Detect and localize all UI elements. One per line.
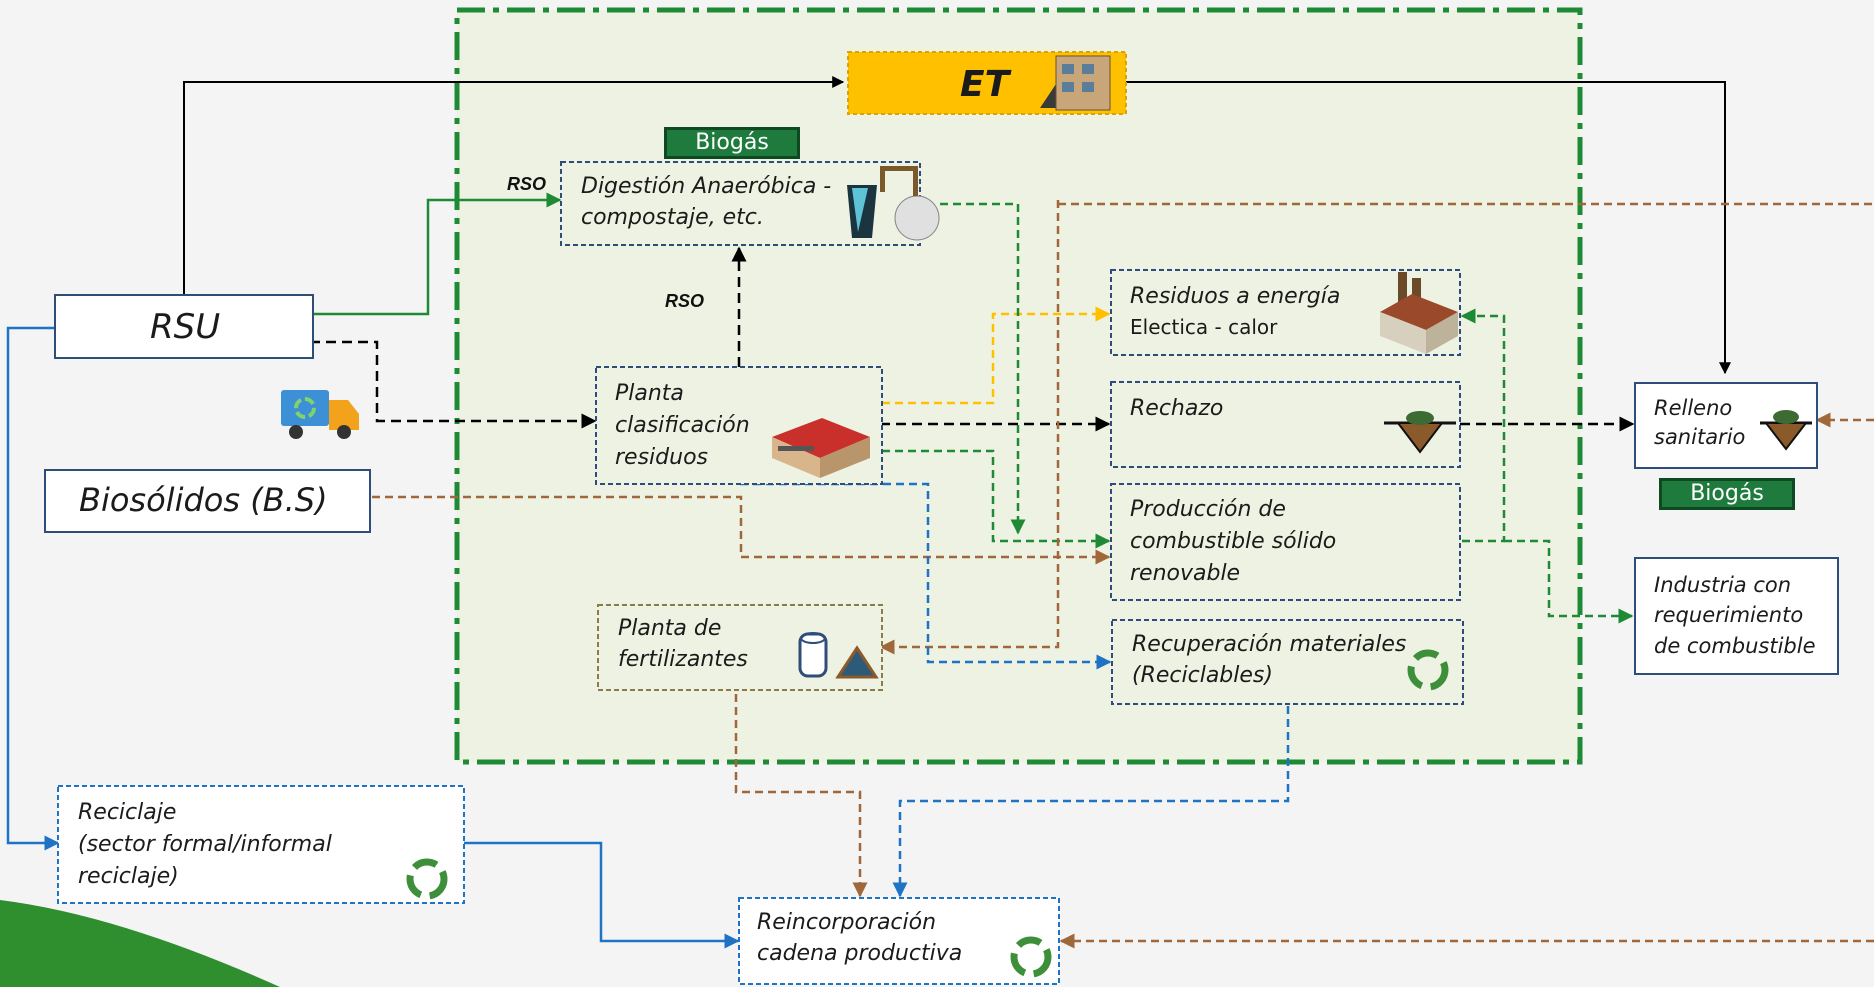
corner-decoration <box>0 900 280 987</box>
relleno-label: Relleno sanitario <box>1654 394 1745 453</box>
landfill-icon <box>1384 411 1456 454</box>
reciclaje-line-2: (sector formal/informal <box>78 831 332 857</box>
recuperacion-line-1: Recuperación materiales <box>1132 632 1407 657</box>
recuperacion-line-2: (Reciclables) <box>1132 662 1273 688</box>
reincorporacion-label: Reincorporación cadena productiva <box>757 908 962 970</box>
rsu-box <box>54 294 314 359</box>
flow-rsu-et <box>183 76 845 298</box>
pile-icon <box>835 645 879 679</box>
flow-et-relleno <box>1125 81 1731 375</box>
industria-line-1: Industria con <box>1654 573 1792 597</box>
flow-planta-energia <box>882 306 1111 405</box>
factory-energy-icon <box>1380 272 1458 354</box>
produccion-line-2: combustible sólido <box>1130 528 1337 554</box>
landfill-icon <box>1760 410 1812 451</box>
produccion-line-3: renovable <box>1130 560 1241 586</box>
biogas-badge-top: Biogás <box>664 127 800 159</box>
biosolidos-box <box>44 469 371 533</box>
flow-biosolidos-produccion <box>372 495 1111 565</box>
digestion-line-1: Digestión Anaeróbica - <box>581 174 832 199</box>
produccion-line-1: Producción de <box>1130 497 1286 522</box>
digestion-line-2: compostaje, etc. <box>581 204 764 230</box>
reciclaje-line-1: Reciclaje <box>78 800 177 825</box>
industria-box <box>1634 557 1839 675</box>
recuperacion-box <box>1111 619 1464 705</box>
flow-rsu-reciclaje <box>6 326 60 851</box>
biogas-badge-relleno: Biogás <box>1659 478 1795 510</box>
energia-line-2: Electica - calor <box>1130 314 1278 339</box>
flow-produccion-energia <box>1460 308 1506 543</box>
rso-edge-label-top: RSO <box>507 174 547 194</box>
relleno-line-2: sanitario <box>1654 425 1746 450</box>
digester-icon <box>847 166 940 241</box>
planta-label: Planta clasificación residuos <box>615 378 750 474</box>
reincorporacion-line-2: cadena productiva <box>757 940 963 966</box>
recycle-icon <box>1407 649 1449 691</box>
flow-digestion-produccion <box>940 202 1026 535</box>
flow-planta-produccion <box>882 449 1111 549</box>
planta-line-2: clasificación <box>615 412 750 438</box>
fertilizantes-line-2: fertilizantes <box>618 646 748 672</box>
flow-produccion-industria <box>1504 539 1634 624</box>
fertilizantes-line-1: Planta de <box>618 616 722 641</box>
digestion-label: Digestión Anaeróbica - compostaje, etc. <box>581 172 831 234</box>
reciclaje-label: Reciclaje (sector formal/informal recicl… <box>78 797 332 893</box>
reincorporacion-line-1: Reincorporación <box>757 910 937 935</box>
flow-rsu-planta <box>310 340 597 429</box>
rso-edge-label-mid: RSO <box>665 291 705 311</box>
recycle-icon <box>406 858 448 900</box>
flow-rsu-digestion <box>296 192 562 316</box>
rsu-label: RSU <box>150 307 221 347</box>
industria-line-3: de combustible <box>1654 633 1816 658</box>
reciclaje-line-3: reciclaje) <box>78 863 179 889</box>
planta-line-1: Planta <box>615 381 684 406</box>
planta-line-3: residuos <box>615 444 708 470</box>
recycle-icon <box>1010 936 1052 978</box>
fertilizantes-box <box>597 604 883 691</box>
industria-line-2: requerimiento <box>1654 603 1804 628</box>
flow-recuperacion-reincorporacion <box>892 706 1290 898</box>
recuperacion-label: Recuperación materiales (Reciclables) <box>1132 630 1406 692</box>
relleno-line-1: Relleno <box>1654 396 1733 420</box>
biosolidos-label: Biosólidos (B.S) <box>79 481 328 519</box>
produccion-label: Producción de combustible sólido renovab… <box>1130 494 1336 590</box>
tank-icon <box>798 632 828 678</box>
factory-icon <box>772 418 870 478</box>
produccion-box <box>1110 483 1461 601</box>
industria-label: Industria con requerimiento de combustib… <box>1654 570 1816 661</box>
flow-fertilizantes-reincorporacion <box>734 694 868 898</box>
energia-line-1: Residuos a energía <box>1130 284 1341 309</box>
flow-reciclaje-reincorporacion <box>463 841 740 949</box>
reciclaje-box <box>57 785 465 904</box>
building-icon <box>1040 55 1111 111</box>
rechazo-label: Rechazo <box>1130 396 1224 421</box>
et-label: ET <box>960 64 1010 105</box>
truck-icon <box>281 390 359 439</box>
energia-label: Residuos a energía Electica - calor <box>1130 282 1340 341</box>
flow-digestion-fertilizantes <box>879 200 1060 655</box>
fertilizantes-label: Planta de fertilizantes <box>618 614 748 676</box>
reincorporacion-box <box>738 897 1060 985</box>
